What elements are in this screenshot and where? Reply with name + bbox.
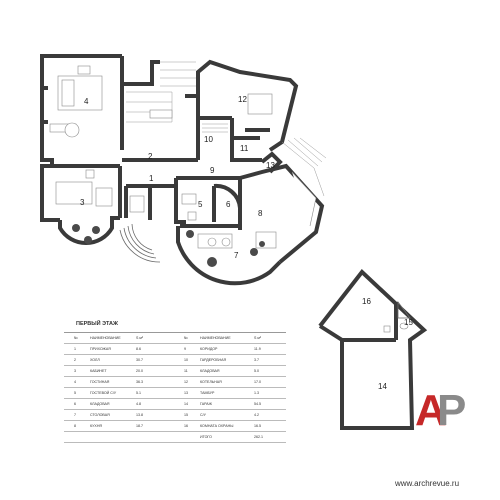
legend-cell-a1: 4.8	[136, 402, 141, 406]
legend-cell-a2: 16.5	[254, 424, 261, 428]
legend-cell-l2: ГАРДЕРОБНАЯ	[200, 358, 227, 362]
room-number-3: 3	[80, 198, 85, 207]
room-number-12: 12	[238, 95, 247, 104]
header-name: НАИМЕНОВАНИЕ	[200, 336, 231, 340]
room-number-8: 8	[258, 209, 263, 218]
legend-cell-a1: 36.3	[136, 380, 143, 384]
logo-letter-p: P	[437, 386, 467, 435]
legend-cell-l1: КАБИНЕТ	[90, 369, 107, 373]
room-number-13: 13	[266, 161, 275, 170]
room-number-5: 5	[198, 200, 203, 209]
legend-row: 7 СТОЛОВАЯ 13.8 15 С/У 4.2	[64, 410, 286, 421]
room-labels: 1 2 3 4 5 6 7 8 9 10 11 12 13 14 15 16	[80, 95, 413, 391]
legend-cell-a1: 5.1	[136, 391, 141, 395]
header-num: №	[74, 336, 78, 340]
legend-cell-l2: КОМНАТА ОХРАНЫ	[200, 424, 234, 428]
legend-cell-a2: 5.0	[254, 369, 259, 373]
legend-cell-a1: 20.0	[136, 369, 143, 373]
legend-cell-n2: 14	[184, 402, 188, 406]
legend-title: ПЕРВЫЙ ЭТАЖ	[76, 321, 118, 327]
legend-cell-l2: КЛАДОВАЯ	[200, 369, 220, 373]
legend-cell-a2: 1.3	[254, 391, 259, 395]
site-url: www.archrevue.ru	[395, 479, 460, 488]
header-num: №	[184, 336, 188, 340]
legend-cell-l2: С/У	[200, 413, 206, 417]
legend-cell-l1: ГОСТЕВОЙ С/У	[90, 391, 117, 395]
room-number-9: 9	[210, 166, 215, 175]
legend-cell-a2: 54.5	[254, 402, 261, 406]
room-number-10: 10	[204, 135, 213, 144]
room-number-7: 7	[234, 251, 239, 260]
legend-cell-n2: 13	[184, 391, 188, 395]
legend-header: № НАИМЕНОВАНИЕ S м² № НАИМЕНОВАНИЕ S м²	[64, 333, 286, 344]
room-number-11: 11	[240, 144, 249, 153]
legend-cell-n1: 8	[74, 424, 76, 428]
garage-walls	[318, 269, 428, 430]
legend-cell-l2: ГАРАЖ	[200, 402, 212, 406]
legend-cell-n1: 1	[74, 347, 76, 351]
legend-cell-l1: КУХНЯ	[90, 424, 103, 428]
room-number-4: 4	[84, 97, 89, 106]
legend-cell-a2: 3.7	[254, 358, 259, 362]
legend-row: 6 КЛАДОВАЯ 4.8 14 ГАРАЖ 54.5	[64, 399, 286, 410]
legend-cell-n1: 4	[74, 380, 76, 384]
legend-cell-n2: 16	[184, 424, 188, 428]
room-number-1: 1	[149, 174, 154, 183]
legend-cell-l2: КОТЕЛЬНАЯ	[200, 380, 222, 384]
room-number-14: 14	[378, 382, 387, 391]
legend-cell-n1: 2	[74, 358, 76, 362]
legend-row: 3 КАБИНЕТ 20.0 11 КЛАДОВАЯ 5.0	[64, 366, 286, 377]
room-number-15: 15	[404, 318, 413, 327]
legend-cell-a2: 4.2	[254, 413, 259, 417]
legend-cell-a1: 13.8	[136, 413, 143, 417]
legend-row: 1 ПРИХОЖАЯ 8.6 9 КОРИДОР 11.9	[64, 344, 286, 355]
legend-cell-l2: КОРИДОР	[200, 347, 218, 351]
legend-cell-l1: ПРИХОЖАЯ	[90, 347, 111, 351]
legend-cell-l1: ГОСТИНАЯ	[90, 380, 110, 384]
legend-total-value: 262.1	[254, 435, 263, 439]
archrevue-logo: A P	[415, 386, 467, 437]
legend-cell-l1: ХОЛЛ	[90, 358, 100, 362]
plants	[72, 224, 265, 267]
room-number-2: 2	[148, 152, 153, 161]
legend-cell-n2: 9	[184, 347, 186, 351]
legend-cell-a2: 17.0	[254, 380, 261, 384]
legend-cell-n2: 10	[184, 358, 188, 362]
legend-cell-l1: КЛАДОВАЯ	[90, 402, 110, 406]
legend-cell-a2: 11.9	[254, 347, 261, 351]
header-area: S м²	[136, 336, 144, 340]
house-walls	[40, 54, 327, 286]
legend-row: 5 ГОСТЕВОЙ С/У 5.1 13 ТАМБУР 1.3	[64, 388, 286, 399]
room-number-16: 16	[362, 297, 371, 306]
legend-cell-a1: 8.6	[136, 347, 141, 351]
header-area: S м²	[254, 336, 262, 340]
furniture	[49, 65, 317, 249]
legend-row: 8 КУХНЯ 18.7 16 КОМНАТА ОХРАНЫ 16.5	[64, 421, 286, 432]
legend-row: 4 ГОСТИНАЯ 36.3 12 КОТЕЛЬНАЯ 17.0	[64, 377, 286, 388]
room-number-6: 6	[226, 200, 231, 209]
legend-cell-n1: 7	[74, 413, 76, 417]
legend-cell-l1: СТОЛОВАЯ	[90, 413, 110, 417]
legend-cell-n1: 3	[74, 369, 76, 373]
legend-cell-a1: 18.7	[136, 424, 143, 428]
legend-cell-n2: 11	[184, 369, 188, 373]
legend-total-row: ИТОГО 262.1	[64, 432, 286, 443]
legend-row: 2 ХОЛЛ 30.7 10 ГАРДЕРОБНАЯ 3.7	[64, 355, 286, 366]
room-legend: ПЕРВЫЙ ЭТАЖ № НАИМЕНОВАНИЕ S м² № НАИМЕН…	[64, 318, 286, 443]
legend-total-label: ИТОГО	[200, 435, 212, 439]
legend-cell-n1: 5	[74, 391, 76, 395]
logo-letter-a: A	[415, 386, 447, 435]
legend-table: № НАИМЕНОВАНИЕ S м² № НАИМЕНОВАНИЕ S м² …	[64, 332, 286, 443]
legend-rows: 1 ПРИХОЖАЯ 8.6 9 КОРИДОР 11.9 2 ХОЛЛ 30.7 10 ГАРДЕ…	[64, 344, 286, 432]
header-name: НАИМЕНОВАНИЕ	[90, 336, 121, 340]
legend-cell-n1: 6	[74, 402, 76, 406]
legend-cell-a1: 30.7	[136, 358, 143, 362]
legend-cell-n2: 15	[184, 413, 188, 417]
legend-cell-n2: 12	[184, 380, 188, 384]
legend-cell-l2: ТАМБУР	[200, 391, 215, 395]
